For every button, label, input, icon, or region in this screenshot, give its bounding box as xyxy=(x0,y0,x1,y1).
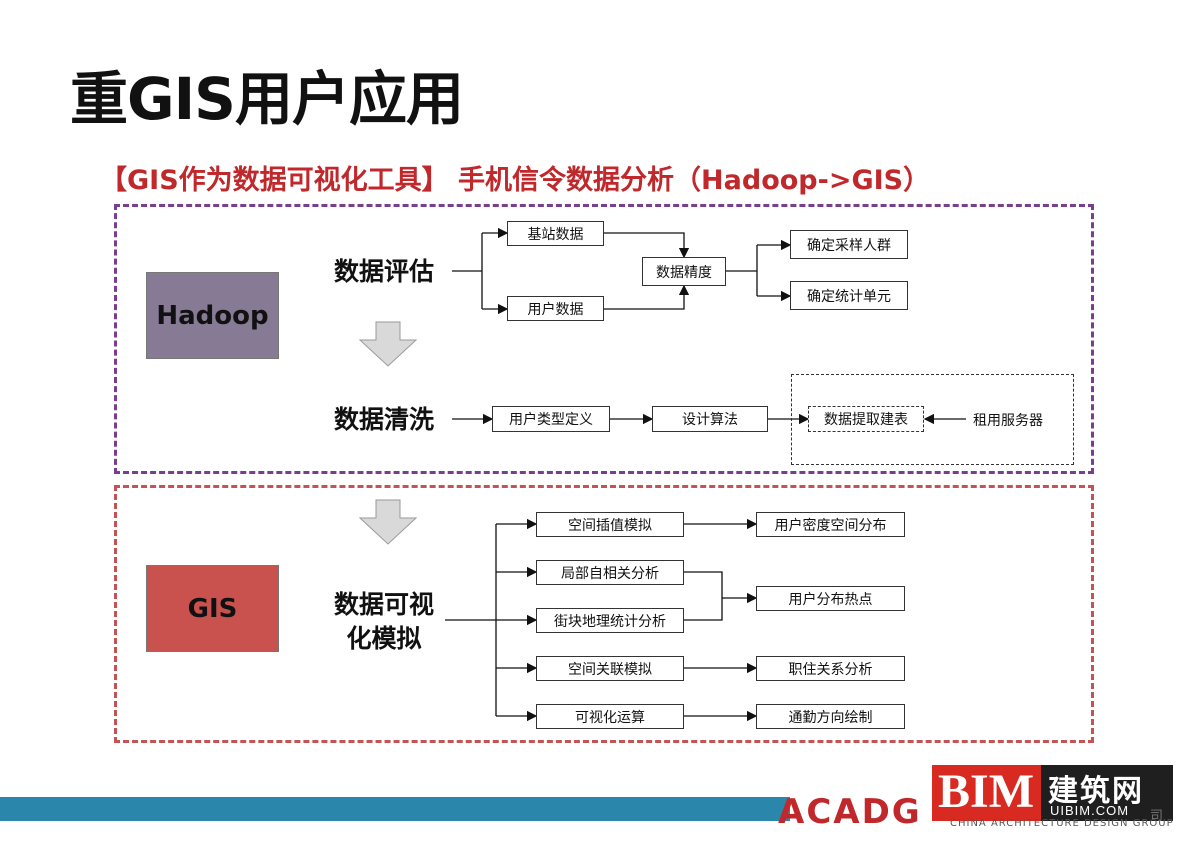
method-node: 可视化运算 xyxy=(536,704,684,729)
footer-logo: ACADG xyxy=(778,792,922,832)
node-stat-unit: 确定统计单元 xyxy=(790,281,908,310)
node-user-type: 用户类型定义 xyxy=(492,406,610,432)
node-sample-group: 确定采样人群 xyxy=(790,230,908,259)
hadoop-box: Hadoop xyxy=(146,272,279,359)
bim-badge-right xyxy=(1041,765,1173,821)
result-node: 通勤方向绘制 xyxy=(756,704,905,729)
footer-bar xyxy=(0,797,790,821)
node-base-station: 基站数据 xyxy=(507,221,604,246)
subtitle: 【GIS作为数据可视化工具】 手机信令数据分析（Hadoop->GIS） xyxy=(100,165,931,196)
method-node: 局部自相关分析 xyxy=(536,560,684,585)
method-node: 空间插值模拟 xyxy=(536,512,684,537)
stage-visualize-line2: 化模拟 xyxy=(346,624,422,653)
stage-evaluate: 数据评估 xyxy=(334,257,435,286)
node-server: 租用服务器 xyxy=(973,413,1043,429)
node-algorithm: 设计算法 xyxy=(652,406,768,432)
gis-box: GIS xyxy=(146,565,279,652)
node-precision: 数据精度 xyxy=(642,257,726,286)
footer-company-text: CHINA ARCHITECTURE DESIGN GROUP xyxy=(950,818,1174,829)
bim-logo-url: UIBIM.COM xyxy=(1050,803,1130,818)
down-arrow-icon xyxy=(358,499,418,545)
result-node: 用户密度空间分布 xyxy=(756,512,905,537)
result-node: 职住关系分析 xyxy=(756,656,905,681)
method-node: 空间关联模拟 xyxy=(536,656,684,681)
result-node: 用户分布热点 xyxy=(756,586,905,611)
gis-section-frame xyxy=(114,485,1094,743)
bim-logo-cn: 建筑网 xyxy=(1048,774,1144,809)
bim-logo-text: BIM xyxy=(938,765,1034,818)
stage-visualize-line1: 数据可视 xyxy=(334,590,435,619)
extract-group-frame xyxy=(791,374,1074,465)
method-node: 街块地理统计分析 xyxy=(536,608,684,633)
node-user-data: 用户数据 xyxy=(507,296,604,321)
page-title: 重GIS用户应用 xyxy=(70,65,464,133)
node-extract: 数据提取建表 xyxy=(808,406,924,432)
stage-visualize: 数据可视 化模拟 xyxy=(334,588,434,656)
down-arrow-icon xyxy=(358,321,418,367)
footer-tail-text: 司 xyxy=(1150,809,1164,824)
stage-clean: 数据清洗 xyxy=(334,405,435,434)
hadoop-section-frame xyxy=(114,204,1094,474)
